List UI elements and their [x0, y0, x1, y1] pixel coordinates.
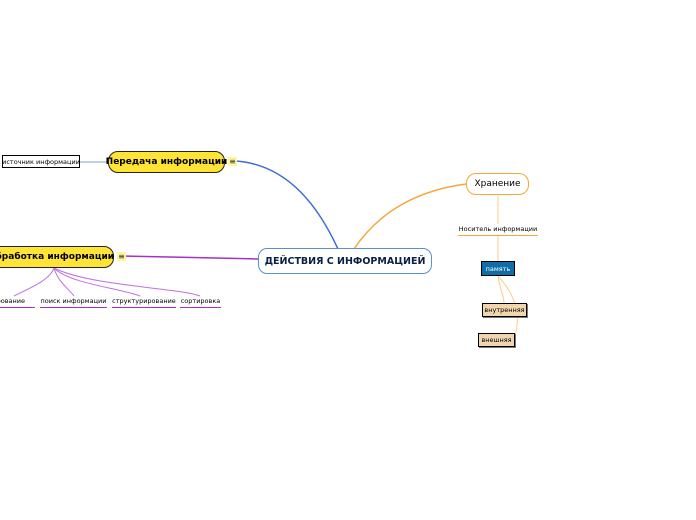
topic-processing-label: Обработка информации [0, 252, 115, 262]
subtopic-internal-label: внутренняя [484, 306, 525, 314]
link-central-transfer [235, 160, 339, 250]
subtopic-source[interactable]: источник информации [2, 155, 80, 168]
link-processing-child-2 [53, 267, 75, 297]
subtopic-search[interactable]: поиск информации [40, 294, 107, 308]
link-central-processing [123, 255, 259, 260]
subtopic-memory[interactable]: память [481, 261, 515, 276]
link-memory-internal [497, 275, 505, 304]
subtopic-carrier[interactable]: Носитель информации [458, 222, 538, 236]
link-central-storage [353, 183, 467, 250]
link-processing-child-1 [13, 267, 55, 297]
link-processing-child-3 [53, 267, 141, 297]
subtopic-search-label: поиск информации [40, 296, 107, 305]
subtopic-coding-label: кодирование [0, 296, 25, 305]
subtopic-external-label: внешняя [481, 336, 512, 344]
central-topic-label: ДЕЙСТВИЯ С ИНФОРМАЦИЕЙ [264, 255, 426, 267]
link-processing-child-4 [53, 267, 201, 297]
topic-transfer-label: Передача информации [105, 157, 228, 167]
subtopic-structuring[interactable]: структурирование [112, 294, 176, 308]
subtopic-carrier-label: Носитель информации [458, 224, 538, 233]
subtopic-sorting[interactable]: сортировка [180, 294, 221, 308]
subtopic-internal[interactable]: внутренняя [482, 303, 527, 317]
note-icon[interactable]: ≡ [228, 157, 237, 166]
central-topic[interactable]: ДЕЙСТВИЯ С ИНФОРМАЦИЕЙ [258, 248, 432, 274]
note-icon[interactable]: ≡ [117, 252, 126, 261]
topic-transfer[interactable]: Передача информации [105, 151, 228, 173]
subtopic-structuring-label: структурирование [112, 296, 176, 305]
subtopic-external[interactable]: внешняя [478, 333, 515, 347]
topic-processing[interactable]: Обработка информации [0, 246, 114, 268]
topic-storage-label: Хранение [474, 179, 521, 189]
topic-storage[interactable]: Хранение [466, 173, 529, 195]
subtopic-coding[interactable]: кодирование [0, 294, 35, 308]
subtopic-sorting-label: сортировка [180, 296, 221, 305]
subtopic-source-label: источник информации [2, 157, 80, 166]
subtopic-memory-label: память [485, 264, 511, 273]
